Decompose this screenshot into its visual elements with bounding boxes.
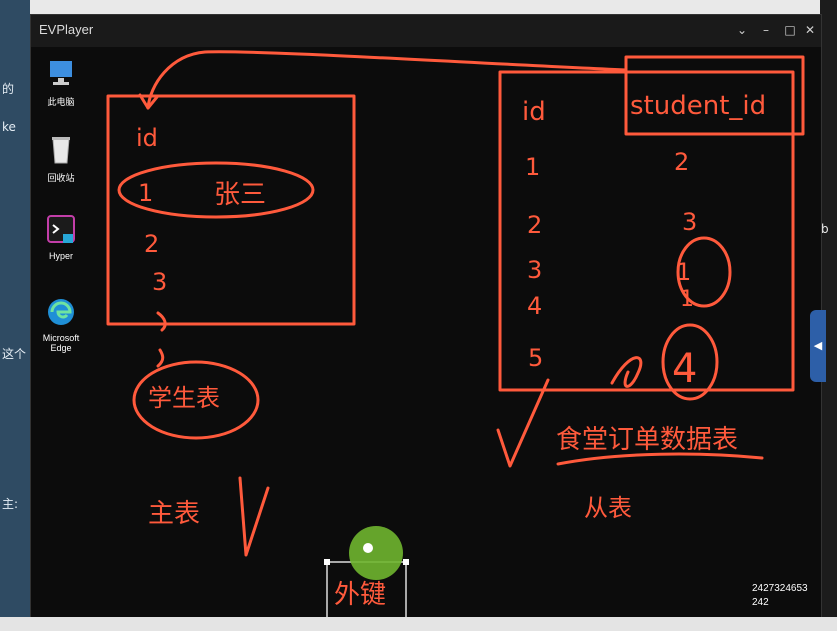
- resize-handle[interactable]: [324, 559, 330, 565]
- foreign-key-label: 外键: [334, 580, 386, 610]
- background-fragment: 这个: [2, 347, 27, 361]
- side-collapse-button[interactable]: ◀: [810, 310, 826, 382]
- desktop-icon-edge[interactable]: Microsoft Edge: [31, 297, 91, 353]
- order-table-id: 5: [528, 344, 543, 372]
- watermark-line: 2427324653: [752, 583, 808, 594]
- fk-value-circle: [676, 236, 732, 308]
- pointer-dot: [363, 543, 373, 553]
- watermark: 2427324653 242: [752, 582, 808, 610]
- bottom-scrollbar[interactable]: [0, 617, 837, 631]
- title-bar[interactable]: EVPlayer ⌄ – □ ✕: [31, 15, 821, 47]
- order-table-fk-value: 2: [674, 148, 689, 176]
- order-table-id: 4: [527, 292, 542, 320]
- window-title: EVPlayer: [39, 22, 94, 37]
- underline: [556, 452, 764, 466]
- order-table-id: 3: [527, 256, 542, 284]
- background-left-window: 的 ke 这个 主:: [0, 0, 30, 631]
- order-table-header-id: id: [522, 97, 546, 127]
- recycle-bin-icon: [52, 137, 70, 164]
- video-frame[interactable]: 此电脑 回收站 Hyper Microsoft Edge: [31, 47, 821, 618]
- order-table-fk-value: 1: [680, 287, 694, 312]
- order-table-fk-value: 4: [672, 346, 697, 392]
- order-table-label: 食堂订单数据表: [556, 425, 738, 455]
- main-table-role: 主表: [148, 499, 200, 529]
- order-table-role: 从表: [584, 494, 632, 522]
- background-right-window: b: [817, 0, 837, 631]
- order-table-box: [498, 70, 795, 392]
- main-table-header: id: [136, 124, 158, 152]
- main-table-row: 1: [138, 179, 153, 207]
- desktop-icon-hyper[interactable]: Hyper: [31, 215, 91, 261]
- close-button[interactable]: ✕: [804, 23, 816, 37]
- scribble: [610, 356, 643, 388]
- desktop-icon-label: Hyper: [48, 251, 73, 261]
- check-mark: [238, 476, 270, 557]
- maximize-button[interactable]: □: [784, 23, 796, 37]
- background-tab-strip: [30, 0, 820, 16]
- main-table-box: [106, 94, 356, 326]
- order-table-id: 2: [527, 211, 542, 239]
- pointer-cursor-icon: [349, 526, 403, 580]
- check-mark: [496, 378, 550, 468]
- order-table-fk-value: 3: [682, 208, 697, 236]
- desktop-icon-recycle-bin[interactable]: 回收站: [31, 135, 91, 184]
- background-fragment: b: [821, 222, 829, 236]
- main-table-row-name: 张三: [214, 180, 266, 210]
- background-fragment: ke: [2, 120, 16, 134]
- desktop-icon-label: 此电脑: [47, 97, 75, 107]
- watermark-line: 242: [752, 597, 769, 608]
- order-table-header-fk: student_id: [630, 91, 766, 121]
- row1-ellipse: [117, 161, 315, 219]
- chevron-down-icon[interactable]: ⌄: [736, 23, 748, 37]
- fk-connector-line: [146, 50, 628, 110]
- background-fragment: 主:: [2, 497, 19, 511]
- arrow-head: [138, 93, 159, 110]
- terminal-icon: [47, 215, 75, 243]
- main-table-row: 2: [144, 230, 159, 258]
- order-table-id: 1: [525, 153, 540, 181]
- desktop-icon-this-pc[interactable]: 此电脑: [31, 59, 91, 108]
- fk-header-box: [624, 55, 805, 136]
- desktop-icon-label: Microsoft Edge: [42, 333, 80, 353]
- main-label-ellipse: [132, 360, 260, 440]
- scribble: [156, 348, 165, 368]
- order-table-fk-value: 1: [676, 258, 691, 286]
- resize-handle[interactable]: [403, 559, 409, 565]
- desktop-icon-label: 回收站: [47, 173, 75, 183]
- minimize-button[interactable]: –: [763, 23, 769, 37]
- background-fragment: 的: [2, 82, 15, 96]
- scribble: [156, 311, 167, 332]
- main-table-row: 3: [152, 268, 167, 296]
- computer-icon: [50, 61, 72, 85]
- fk-value-circle: [661, 323, 719, 401]
- main-table-label: 学生表: [148, 384, 220, 412]
- chevron-left-icon: ◀: [813, 339, 823, 352]
- edge-icon: [48, 299, 74, 325]
